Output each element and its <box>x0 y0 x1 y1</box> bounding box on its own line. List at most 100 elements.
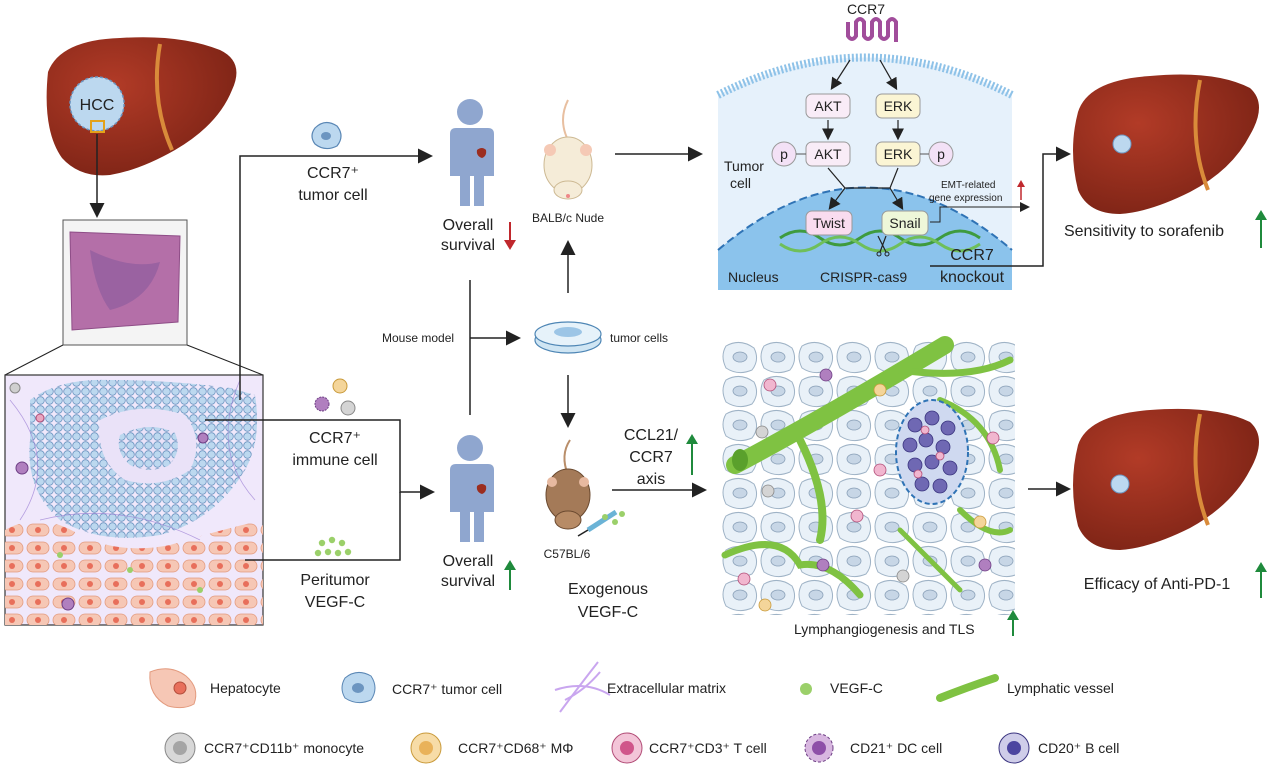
legend-lymphatic-vessel: Lymphatic vessel <box>936 674 1114 702</box>
hepatocyte-icon <box>149 668 197 709</box>
ccr7-receptor-icon <box>846 17 898 42</box>
liver-top-left <box>46 37 237 176</box>
balb-c-nude-label: BALB/c Nude <box>532 211 604 225</box>
anti-pd1-label: Efficacy of Anti-PD-1 <box>1084 576 1231 593</box>
erk-box-1: ERK <box>875 93 921 119</box>
ccr7-knockout-label-2: knockout <box>940 269 1005 286</box>
emt-label-2: gene expression <box>929 193 1002 204</box>
c57bl6-label: C57BL/6 <box>544 547 591 561</box>
phospho-left-icon: p <box>771 141 797 167</box>
anti-pd1-up-arrow-icon <box>1255 562 1267 598</box>
extracellular-matrix-icon <box>554 661 611 713</box>
hcc-label: HCC <box>80 97 115 114</box>
tumor-cells-label: tumor cells <box>610 331 668 345</box>
emt-up-arrow-icon <box>1017 180 1025 200</box>
snail-box: Snail <box>881 210 929 236</box>
ccr7-receptor-label: CCR7 <box>847 1 885 17</box>
legend-macrophage: CCR7⁺CD68⁺ MΦ <box>410 732 573 764</box>
lymphatic-vessel-icon <box>936 674 999 702</box>
legend-vegf-c: VEGF-C <box>800 680 883 696</box>
vegf-c-icon <box>800 683 812 695</box>
ccl21-label-3: axis <box>637 471 665 488</box>
ccl21-label-2: CCR7 <box>629 449 673 466</box>
akt-box-2: AKT <box>805 141 851 167</box>
legend-monocyte: CCR7⁺CD11b⁺ monocyte <box>164 732 364 764</box>
legend-t-cell: CCR7⁺CD3⁺ T cell <box>611 732 767 764</box>
erk-box-2: ERK <box>875 141 921 167</box>
legend-ccr7-tumor-cell: CCR7⁺ tumor cell <box>341 672 502 704</box>
svg-text:CCR7⁺CD11b⁺ monocyte: CCR7⁺CD11b⁺ monocyte <box>204 740 364 756</box>
lymph-tls-up-arrow-icon <box>1007 610 1019 636</box>
histology-slide <box>62 219 188 346</box>
crispr-label: CRISPR-cas9 <box>820 269 907 285</box>
ccl21-label-1: CCL21/ <box>624 427 679 444</box>
svg-text:AKT: AKT <box>814 98 842 114</box>
overall-survival-top-label-1: Overall <box>443 217 494 234</box>
mouse-model-label: Mouse model <box>382 331 454 345</box>
svg-text:CCR7⁺ tumor cell: CCR7⁺ tumor cell <box>392 681 502 697</box>
overall-survival-top-label-2: survival <box>441 237 495 254</box>
svg-text:Twist: Twist <box>813 215 845 231</box>
svg-text:Snail: Snail <box>889 215 920 231</box>
legend-dc-cell: CD21⁺ DC cell <box>804 733 942 763</box>
svg-text:CD21⁺ DC cell: CD21⁺ DC cell <box>850 740 942 756</box>
lymphangiogenesis-panel <box>720 336 1015 615</box>
akt-box-1: AKT <box>805 93 851 119</box>
svg-text:p: p <box>780 146 788 162</box>
c57-mouse-icon <box>545 439 618 537</box>
svg-text:AKT: AKT <box>814 146 842 162</box>
nucleus-label: Nucleus <box>728 269 779 285</box>
exogenous-label-2: VEGF-C <box>578 604 638 621</box>
svg-text:p: p <box>937 146 945 162</box>
svg-text:ERK: ERK <box>884 98 913 114</box>
svg-text:CD20⁺ B cell: CD20⁺ B cell <box>1038 740 1119 756</box>
svg-text:VEGF-C: VEGF-C <box>830 680 883 696</box>
overall-survival-bottom-label-2: survival <box>441 573 495 590</box>
tissue-panel <box>4 374 264 626</box>
nude-mouse-icon <box>543 99 593 200</box>
legend-extracellular-matrix: Extracellular matrix <box>554 661 726 713</box>
tumor-cell-label-1: Tumor <box>724 158 764 174</box>
person-icon-top <box>450 99 494 206</box>
legend: Hepatocyte CCR7⁺ tumor cell Extracellula… <box>149 661 1119 764</box>
svg-text:Lymphatic vessel: Lymphatic vessel <box>1007 680 1114 696</box>
ccr7-tumor-cell-small-icon <box>311 121 342 150</box>
overall-survival-bottom-label-1: Overall <box>443 553 494 570</box>
emt-label-1: EMT-related <box>941 180 995 191</box>
ccr7-tumor-cell-label-1: CCR7⁺ <box>307 165 359 182</box>
legend-b-cell: CD20⁺ B cell <box>998 732 1119 764</box>
twist-box: Twist <box>805 210 853 236</box>
peritumor-label-1: Peritumor <box>300 572 370 589</box>
signaling-panel <box>716 53 1014 290</box>
ccr7-tumor-cell-label-2: tumor cell <box>298 187 367 204</box>
hcc-tumor: HCC <box>69 76 125 133</box>
peritumor-label-2: VEGF-C <box>305 594 365 611</box>
liver-right-bottom <box>1073 408 1259 550</box>
legend-hepatocyte: Hepatocyte <box>149 668 281 709</box>
exogenous-label-1: Exogenous <box>568 581 648 598</box>
ccl21-up-arrow-icon <box>686 434 698 475</box>
svg-text:ERK: ERK <box>884 146 913 162</box>
ccr7-knockout-label-1: CCR7 <box>950 247 994 264</box>
scissors-icon <box>876 235 890 257</box>
vegf-c-dots-icon <box>314 536 352 557</box>
tumor-cell-label-2: cell <box>730 175 751 191</box>
ccr7-immune-cell-label-1: CCR7⁺ <box>309 430 361 447</box>
survival-down-arrow-icon <box>504 222 516 250</box>
svg-text:Hepatocyte: Hepatocyte <box>210 680 281 696</box>
liver-right-top <box>1073 74 1259 214</box>
svg-text:Extracellular matrix: Extracellular matrix <box>607 680 726 696</box>
ccr7-immune-cell-label-2: immune cell <box>292 452 377 469</box>
vegf-c-injected-dots-icon <box>602 511 625 525</box>
lymph-tls-label: Lymphangiogenesis and TLS <box>794 621 975 637</box>
svg-text:CCR7⁺CD3⁺ T cell: CCR7⁺CD3⁺ T cell <box>649 740 767 756</box>
petri-dish-icon <box>534 321 602 354</box>
sorafenib-up-arrow-icon <box>1255 210 1267 248</box>
immune-cells-cluster-icon <box>314 378 356 416</box>
sorafenib-label: Sensitivity to sorafenib <box>1064 223 1224 240</box>
phospho-right-icon: p <box>928 141 954 167</box>
person-icon-bottom <box>450 435 494 542</box>
svg-text:CCR7⁺CD68⁺ MΦ: CCR7⁺CD68⁺ MΦ <box>458 740 573 756</box>
survival-up-arrow-icon <box>504 560 516 590</box>
